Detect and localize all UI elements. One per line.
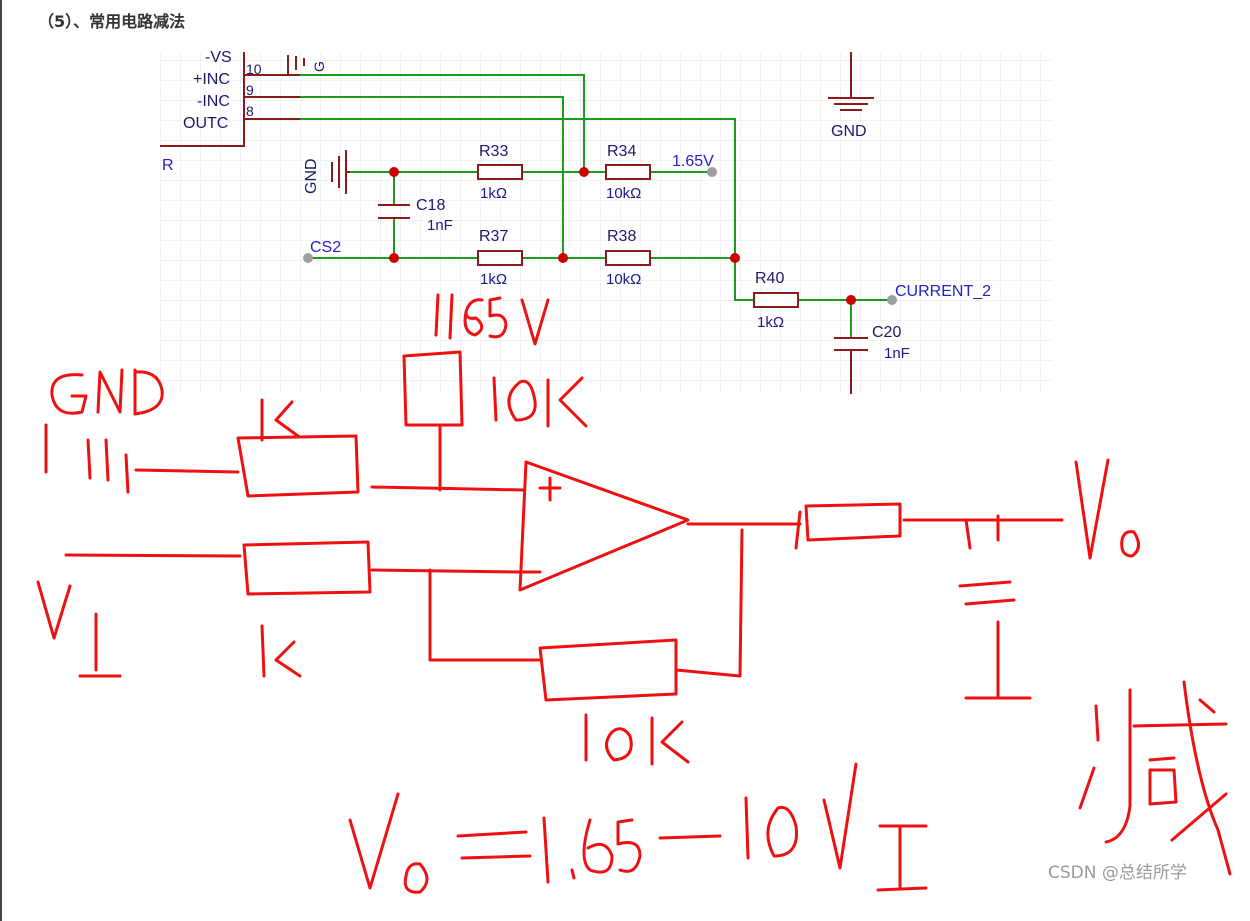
value-r34: 10kΩ [606, 185, 641, 202]
pin-number-9: 9 [246, 82, 254, 98]
pin-label-inc-minus: -INC [197, 93, 230, 110]
opamp-ic-outline [160, 52, 305, 147]
ref-r38: R38 [607, 228, 636, 245]
value-r37: 1kΩ [480, 271, 507, 288]
net-endpoints [303, 167, 897, 305]
ref-r34: R34 [607, 143, 636, 160]
value-r40: 1kΩ [757, 314, 784, 331]
resistor-r37 [477, 250, 523, 266]
resistor-r33 [477, 164, 523, 180]
ic-ref-fragment: R [162, 157, 174, 174]
ref-r40: R40 [755, 270, 784, 287]
net-label-gnd-right: GND [831, 123, 867, 140]
left-border [0, 0, 2, 921]
pin-label-inc-plus: +INC [193, 71, 230, 88]
handwritten-annotation [36, 293, 1232, 894]
pin-number-10: 10 [246, 61, 262, 77]
ref-r33: R33 [479, 143, 508, 160]
schematic-grid [160, 52, 1052, 394]
net-label-gnd-left: GND [303, 158, 320, 194]
net-label-cs2: CS2 [310, 239, 341, 256]
pin-label-vs: -VS [205, 49, 232, 66]
value-c20: 1nF [884, 345, 910, 362]
pin-label-outc: OUTC [183, 115, 228, 132]
resistor-r34 [605, 164, 651, 180]
schematic-parts [331, 52, 874, 394]
csdn-watermark: CSDN @总结所学 [1048, 863, 1187, 883]
value-r33: 1kΩ [480, 185, 507, 202]
top-gnd-fragment: G [311, 61, 327, 72]
ref-r37: R37 [479, 228, 508, 245]
value-c18: 1nF [427, 217, 453, 234]
ref-c20: C20 [872, 324, 901, 341]
section-heading: （5）、常用电路减法 [38, 12, 186, 31]
net-label-1-65v: 1.65V [672, 153, 714, 170]
pin-number-8: 8 [246, 103, 254, 119]
schematic-wires [300, 74, 892, 338]
net-label-current-2: CURRENT_2 [895, 283, 991, 300]
ref-c18: C18 [416, 197, 445, 214]
resistor-r40 [753, 292, 799, 308]
value-r38: 10kΩ [606, 271, 641, 288]
resistor-r38 [605, 250, 651, 266]
junction-dots [389, 167, 856, 305]
